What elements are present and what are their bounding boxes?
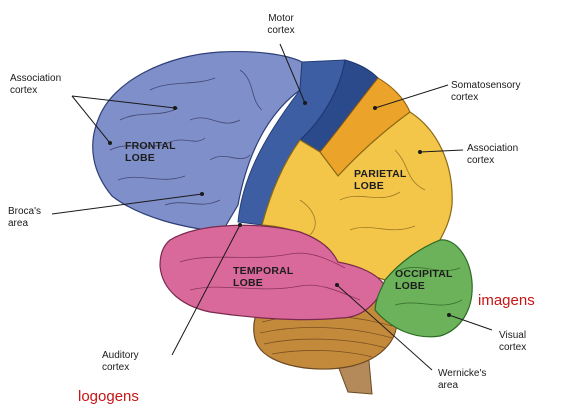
wernickes-area-label: Wernicke's area <box>438 368 486 392</box>
frontal-lobe-label: FRONTAL LOBE <box>125 140 176 164</box>
dot-broca <box>200 192 204 196</box>
brocas-area-label: Broca's area <box>8 206 41 230</box>
occipital-lobe-label: OCCIPITAL LOBE <box>395 268 453 292</box>
dot-association-left-1 <box>108 141 112 145</box>
dot-wernicke <box>335 283 339 287</box>
logogens-annotation: logogens <box>78 388 139 406</box>
imagens-annotation: imagens <box>478 292 535 310</box>
dot-association-left-2 <box>173 106 177 110</box>
association-cortex-right-label: Association cortex <box>467 143 518 167</box>
somatosensory-cortex-label: Somatosensory cortex <box>451 80 520 104</box>
dot-auditory <box>238 223 242 227</box>
auditory-cortex-label: Auditory cortex <box>102 350 139 374</box>
motor-cortex-label: Motor cortex <box>251 13 311 37</box>
association-cortex-left-label: Association cortex <box>10 73 61 97</box>
dot-visual <box>447 313 451 317</box>
dot-motor <box>303 101 307 105</box>
visual-cortex-label: Visual cortex <box>499 330 526 354</box>
dot-somatosensory <box>373 106 377 110</box>
parietal-lobe-label: PARIETAL LOBE <box>354 168 407 192</box>
temporal-lobe-label: TEMPORAL LOBE <box>233 265 294 289</box>
dot-association-right <box>418 150 422 154</box>
